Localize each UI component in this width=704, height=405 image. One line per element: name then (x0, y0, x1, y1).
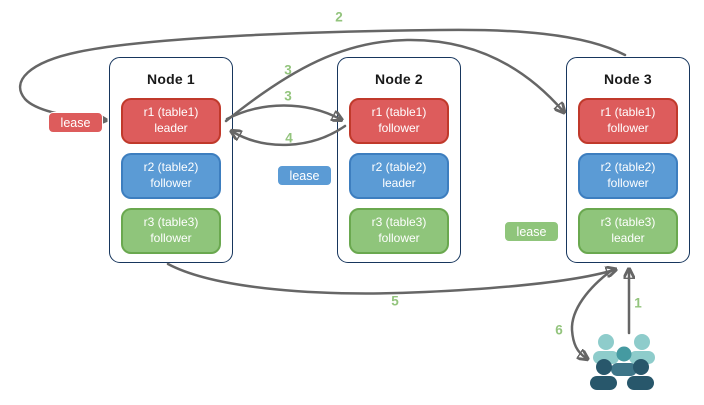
arrow-step-5-node1-to-node3 (166, 262, 614, 295)
step-label-3b: 3 (284, 88, 292, 104)
replica-role: follower (150, 176, 192, 190)
replica-role: follower (378, 121, 420, 135)
replica-role: follower (607, 176, 649, 190)
replica-role: leader (154, 121, 188, 135)
node-2: Node 2 r1 (table1) follower r2 (table2) … (337, 57, 461, 263)
step-label-5: 5 (391, 293, 399, 309)
replica-name: r1 (table1) (143, 105, 199, 120)
replica-role: follower (378, 231, 420, 245)
node-2-replica-r3: r3 (table3) follower (349, 208, 449, 254)
replica-role: follower (150, 231, 192, 245)
replica-name: r3 (table3) (143, 215, 199, 230)
node-1: Node 1 r1 (table1) leader r2 (table2) fo… (109, 57, 233, 263)
node-3: Node 3 r1 (table1) follower r2 (table2) … (566, 57, 690, 263)
replica-name: r2 (table2) (371, 160, 427, 175)
users-group-icon (590, 334, 655, 390)
node-2-replica-r2: r2 (table2) leader (349, 153, 449, 199)
step-label-4: 4 (285, 130, 293, 146)
node-2-title: Node 2 (375, 71, 423, 87)
replica-name: r1 (table1) (600, 105, 656, 120)
arrow-step-3-node1-to-node2 (225, 104, 340, 120)
replica-name: r3 (table3) (371, 215, 427, 230)
replica-role: follower (607, 121, 649, 135)
lease-label-table1: lease (48, 112, 103, 133)
step-label-6: 6 (555, 322, 563, 338)
replica-name: r2 (table2) (600, 160, 656, 175)
replica-name: r1 (table1) (371, 105, 427, 120)
replica-role: leader (611, 231, 645, 245)
node-3-replica-r2: r2 (table2) follower (578, 153, 678, 199)
replica-name: r3 (table3) (600, 215, 656, 230)
node-1-replica-r3: r3 (table3) follower (121, 208, 221, 254)
step-label-3a: 3 (284, 62, 292, 78)
replica-name: r2 (table2) (143, 160, 199, 175)
node-3-replica-r1: r1 (table1) follower (578, 98, 678, 144)
node-3-title: Node 3 (604, 71, 652, 87)
node-2-replica-r1: r1 (table1) follower (349, 98, 449, 144)
replica-role: leader (382, 176, 416, 190)
node-1-title: Node 1 (147, 71, 195, 87)
step-label-2: 2 (335, 9, 343, 25)
step-label-1: 1 (634, 295, 642, 311)
node-1-replica-r1: r1 (table1) leader (121, 98, 221, 144)
lease-label-table2: lease (277, 165, 332, 186)
node-3-replica-r3: r3 (table3) leader (578, 208, 678, 254)
lease-label-table3: lease (504, 221, 559, 242)
node-1-replica-r2: r2 (table2) follower (121, 153, 221, 199)
